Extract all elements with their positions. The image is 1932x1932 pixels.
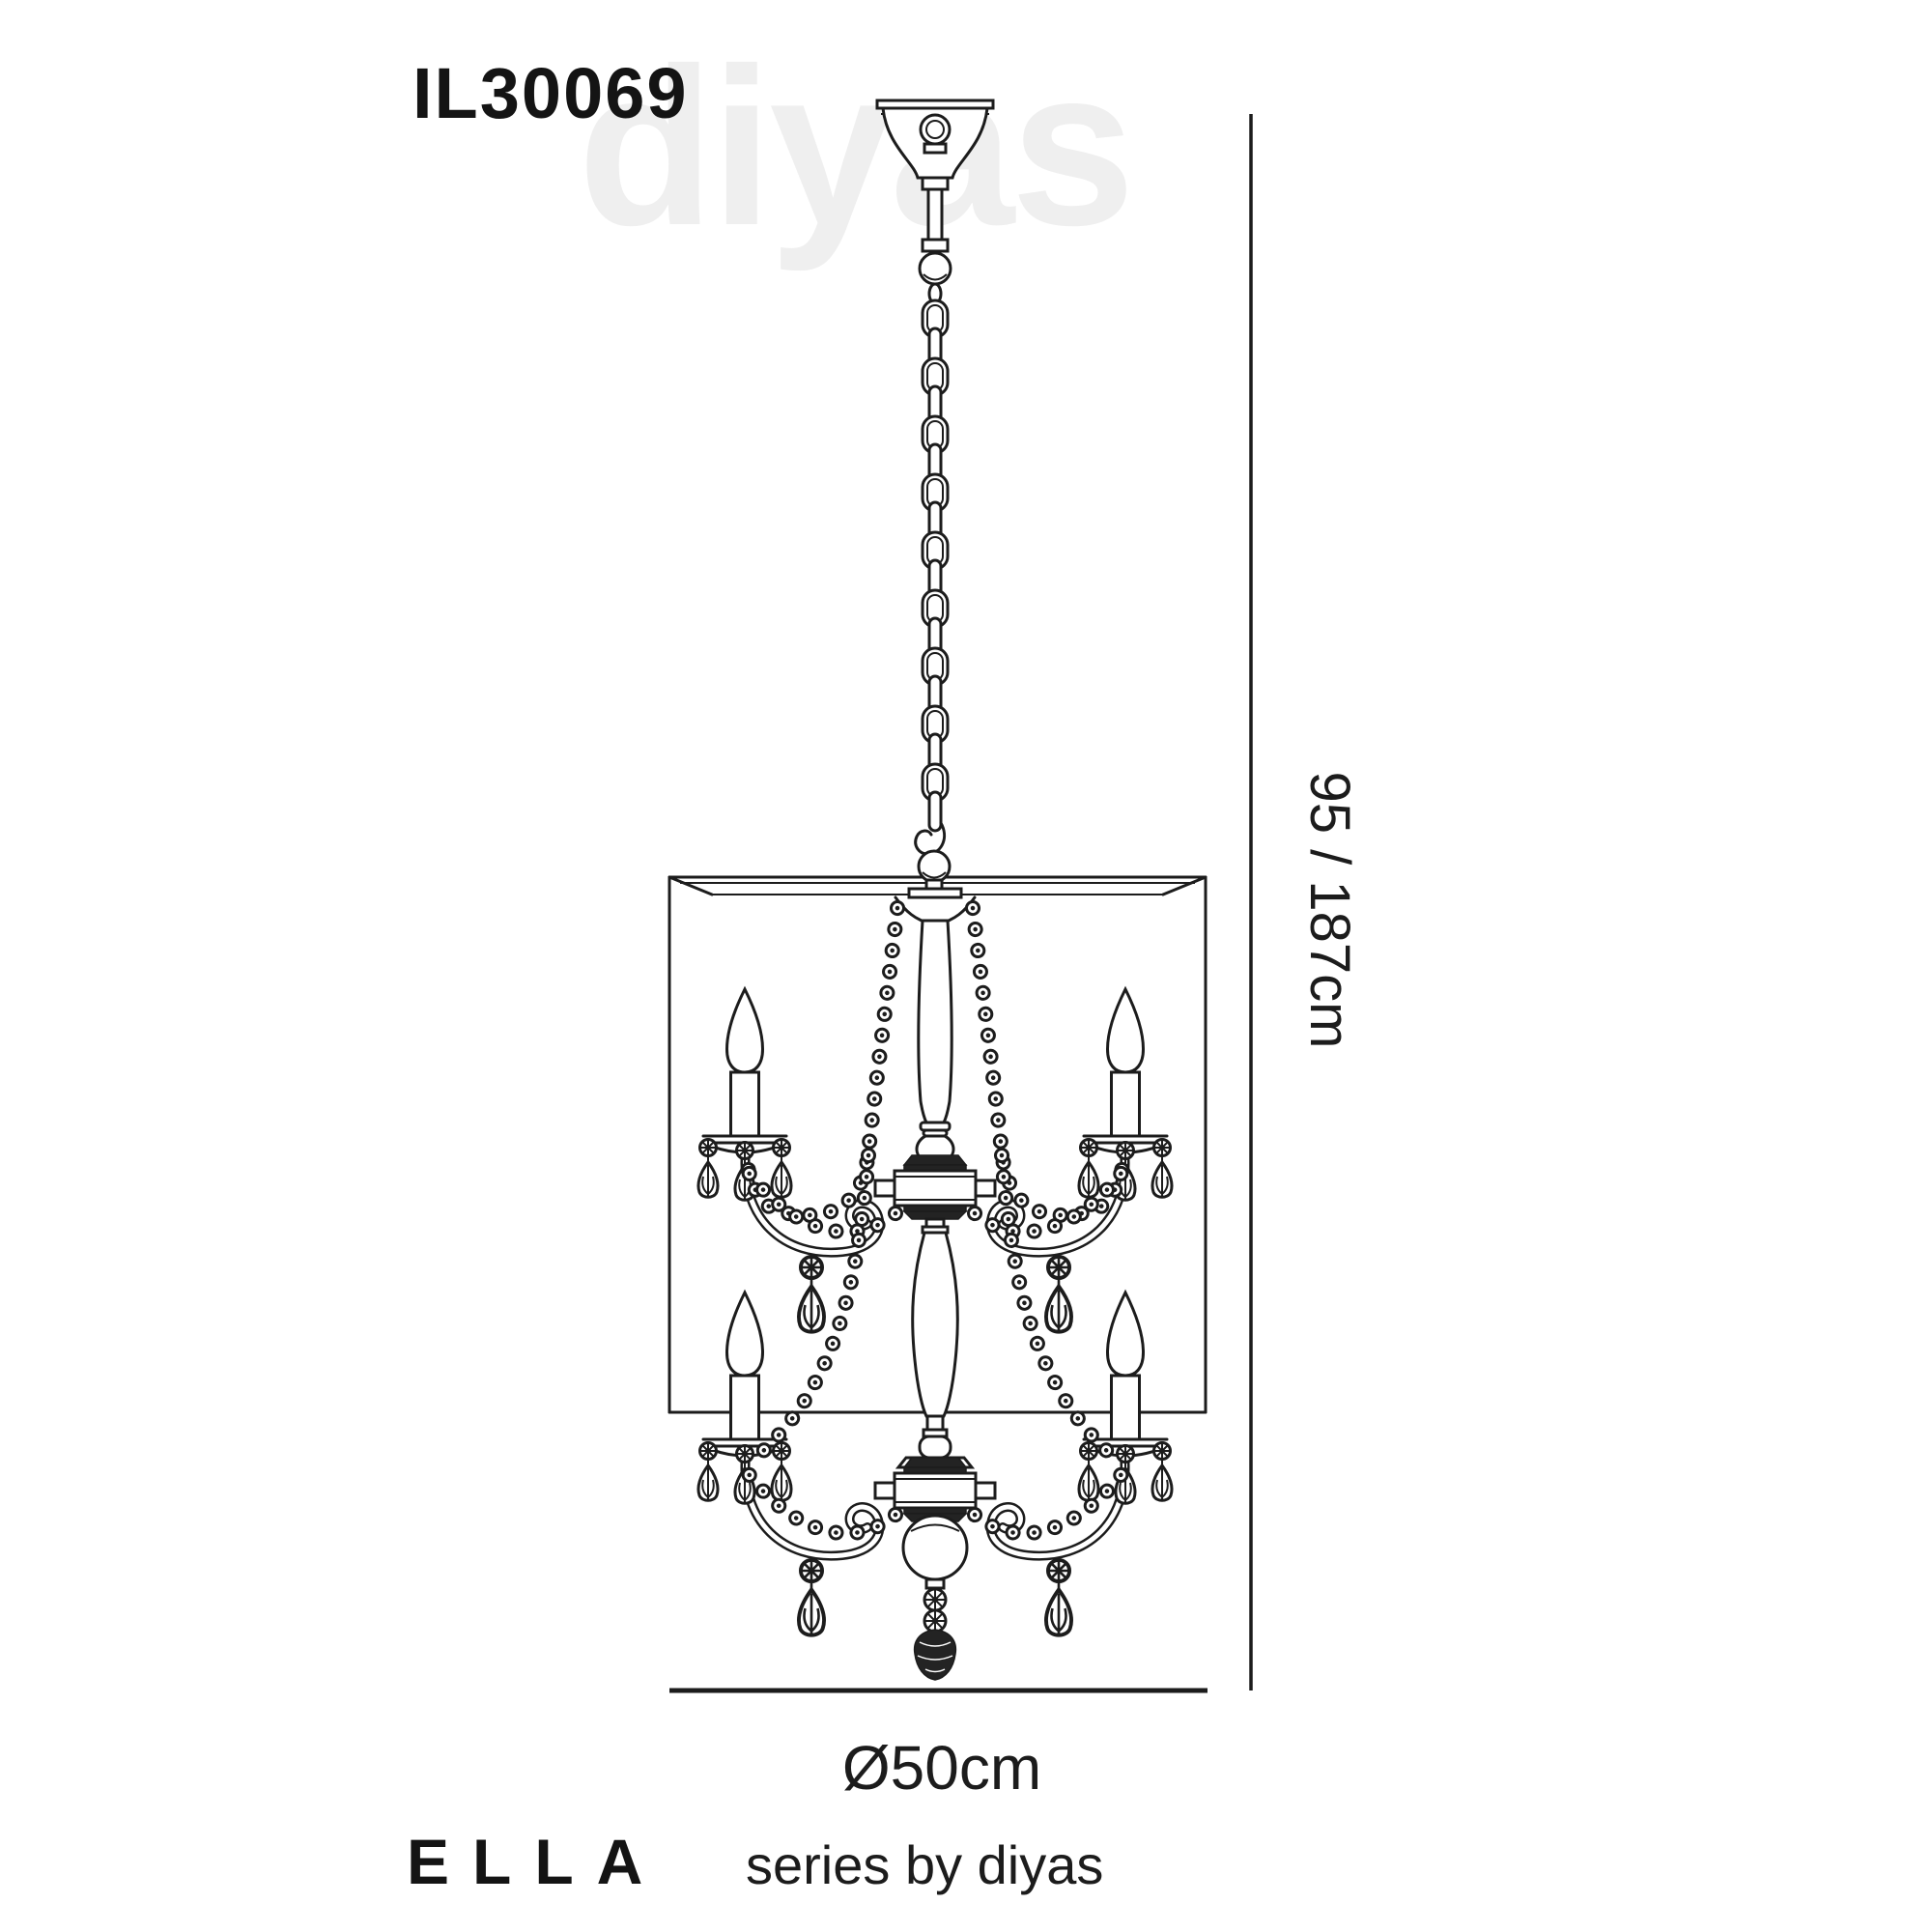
product-code-label: IL30069 [412, 53, 689, 133]
centre-column-lower [895, 1217, 976, 1469]
shade-top-plate [894, 849, 977, 923]
series-branding: ELLA series by diyas [407, 1826, 1103, 1897]
chain-hook-icon [914, 821, 946, 856]
diyas-watermark: diyas [578, 22, 1131, 272]
faceted-finial-ball [913, 1629, 957, 1681]
hanging-ring-icon [919, 113, 952, 146]
diameter-dimension-label: Ø50cm [842, 1733, 1041, 1803]
series-tagline-label: series by diyas [746, 1834, 1103, 1895]
suspension-rod [926, 187, 944, 242]
height-dimension: 95 / 187cm [1249, 114, 1361, 1690]
centre-column [915, 919, 955, 1171]
suspension-chain [914, 282, 950, 856]
glass-sphere-finial [901, 1514, 969, 1681]
height-dimension-label: 95 / 187cm [1298, 772, 1361, 1049]
series-name-label: ELLA [407, 1826, 666, 1897]
ceiling-canopy [875, 99, 995, 286]
diameter-dimension: Ø50cm [669, 1688, 1208, 1803]
